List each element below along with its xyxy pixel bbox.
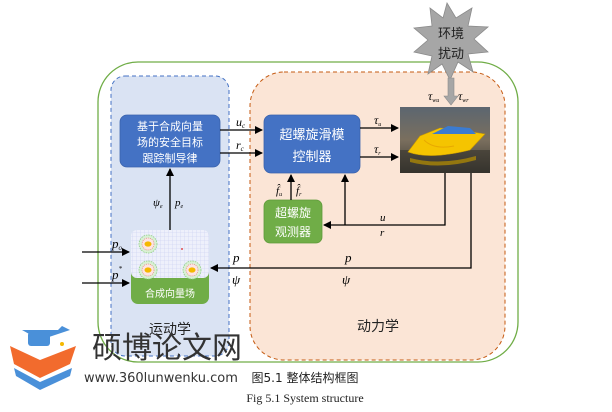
disturbance-label-line1: 环境	[438, 27, 464, 42]
label-p-dyn: p	[344, 250, 352, 265]
label-p-e: pe	[174, 197, 184, 210]
watermark-url: www.360lunwenku.com	[84, 371, 238, 386]
observer-block	[263, 199, 323, 244]
label-tau-r: τr	[374, 142, 381, 157]
outer-system-boundary	[97, 61, 519, 363]
label-r: r	[380, 227, 385, 239]
kinematics-label: 运动学	[149, 322, 191, 338]
label-psi-dyn: ψ	[342, 272, 351, 287]
label-uc: uc	[236, 115, 246, 130]
label-psi-e: ψe	[153, 197, 163, 210]
feedback-p-psi-line	[210, 173, 472, 272]
guidance-law-label-line1: 基于合成向量	[137, 119, 203, 133]
feedback-u-r-line	[323, 173, 446, 229]
obstacle-field-icon	[138, 234, 202, 280]
guidance-law-label-line2: 场的安全目标	[137, 135, 203, 149]
label-p-kin: p	[232, 250, 240, 265]
observer-label-line2: 观测器	[275, 225, 311, 239]
label-tau-wr: τwr	[458, 89, 469, 104]
label-tau-wu: τwu	[428, 89, 439, 104]
dynamics-label: 动力学	[357, 319, 399, 335]
watermark-name: 硕博论文网	[92, 331, 242, 366]
vector-field-block: 合成向量场	[131, 230, 209, 304]
caption-en: Fig 5.1 System structure	[246, 391, 363, 405]
controller-block	[263, 114, 361, 174]
disturbance-arrow	[443, 77, 459, 106]
guidance-law-block	[119, 114, 221, 168]
guidance-law-label-line3: 跟踪制导律	[143, 151, 198, 165]
controller-label-line2: 控制器	[292, 150, 331, 165]
label-f-u: f̂u	[276, 184, 282, 198]
label-u: u	[380, 212, 386, 224]
boat-image	[400, 107, 490, 173]
caption-cn: 图5.1 整体结构框图	[252, 370, 359, 385]
disturbance-starburst: 环境 扰动	[413, 1, 490, 81]
observer-label-line1: 超螺旋	[275, 205, 311, 220]
label-rc: rc	[236, 138, 245, 153]
label-p-o: po	[111, 236, 123, 252]
label-tau-u: τu	[374, 113, 381, 128]
label-psi-kin: ψ	[232, 272, 241, 287]
watermark-logo-icon	[10, 326, 76, 390]
disturbance-label-line2: 扰动	[438, 47, 464, 62]
label-f-r: f̂r	[296, 184, 302, 198]
label-p-star: p*	[111, 265, 123, 282]
controller-label-line1: 超螺旋滑模	[279, 128, 344, 143]
vector-field-label: 合成向量场	[145, 287, 195, 300]
